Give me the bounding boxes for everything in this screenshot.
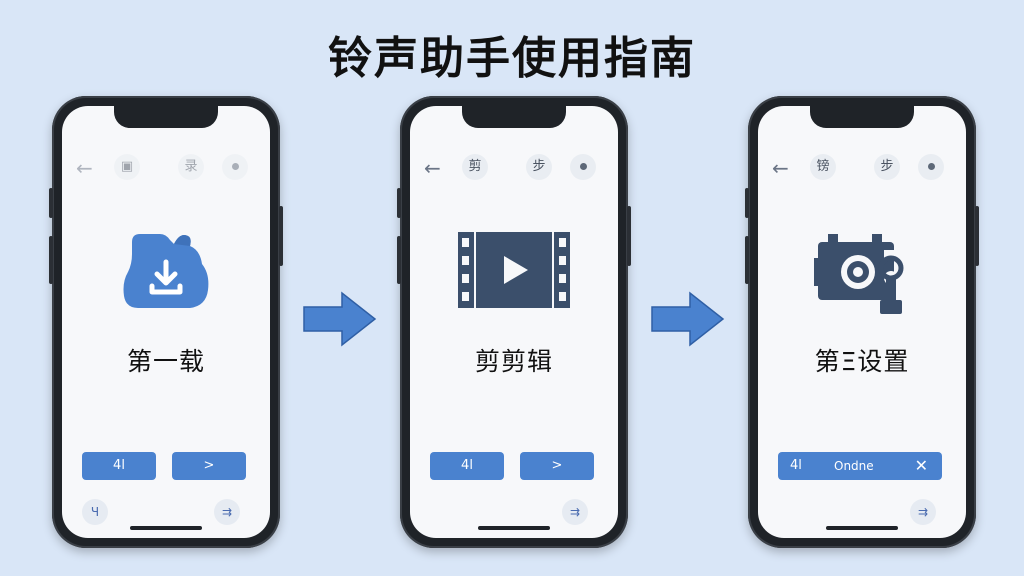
mini-right-icon[interactable]: ⇉	[562, 499, 588, 525]
topbar-icon-b[interactable]: 步	[526, 154, 552, 180]
action-bar-button[interactable]: 4l Ondne ✕	[778, 452, 942, 480]
back-arrow-icon[interactable]: ←	[424, 156, 441, 180]
settings-gear-icon	[814, 234, 904, 314]
notch	[462, 106, 566, 128]
secondary-button[interactable]: 4l	[430, 452, 504, 480]
notch	[114, 106, 218, 128]
next-button[interactable]: >	[172, 452, 246, 480]
step-label: 剪剪辑	[474, 347, 553, 376]
phone-step-2: ← 剪 步 剪剪辑 4l > ⇉	[397, 96, 631, 548]
home-indicator	[826, 526, 898, 530]
home-indicator	[130, 526, 202, 530]
mini-right-icon[interactable]: ⇉	[214, 499, 240, 525]
action-bar-left[interactable]: 4l	[790, 458, 802, 473]
close-icon[interactable]: ✕	[914, 456, 928, 475]
phone-step-3: ← 镑 步 第Ξ设置 4l Ondne	[745, 96, 979, 548]
top-bar: ← 剪 步	[424, 154, 604, 180]
next-button[interactable]: >	[520, 452, 594, 480]
phone-step-1: ← ▣ 录 第一载 4l > Ч ⇉	[49, 96, 283, 548]
topbar-icon-a[interactable]: 剪	[462, 154, 488, 180]
arrow-right-icon	[303, 291, 377, 347]
more-dot-icon[interactable]	[570, 154, 596, 180]
phone-screen: ← 镑 步 第Ξ设置 4l Ondne	[758, 106, 966, 538]
notch	[810, 106, 914, 128]
mini-left-icon[interactable]: Ч	[82, 499, 108, 525]
page-title: 铃声助手使用指南	[328, 33, 696, 84]
phone-screen: ← 剪 步 剪剪辑 4l > ⇉	[410, 106, 618, 538]
hero-area	[62, 224, 270, 324]
top-bar: ← 镑 步	[772, 154, 952, 180]
arrow-right-icon	[651, 291, 725, 347]
video-film-icon	[458, 232, 570, 308]
step-label: 第Ξ设置	[814, 347, 910, 376]
step-label: 第一载	[126, 347, 205, 376]
topbar-icon-a[interactable]: 镑	[810, 154, 836, 180]
hero-area	[410, 224, 618, 324]
topbar-icon-b[interactable]: 步	[874, 154, 900, 180]
more-dot-icon[interactable]	[918, 154, 944, 180]
top-bar: ← ▣ 录	[76, 154, 256, 180]
more-dot-icon[interactable]	[222, 154, 248, 180]
phone-screen: ← ▣ 录 第一载 4l > Ч ⇉	[62, 106, 270, 538]
topbar-icon-b[interactable]: 录	[178, 154, 204, 180]
hero-area	[758, 224, 966, 324]
mini-right-icon[interactable]: ⇉	[910, 499, 936, 525]
action-bar-text: Ondne	[834, 459, 874, 473]
secondary-button[interactable]: 4l	[82, 452, 156, 480]
topbar-icon-a[interactable]: ▣	[114, 154, 140, 180]
back-arrow-icon[interactable]: ←	[772, 156, 789, 180]
home-indicator	[478, 526, 550, 530]
download-folder-icon	[123, 234, 209, 308]
back-arrow-icon[interactable]: ←	[76, 156, 93, 180]
